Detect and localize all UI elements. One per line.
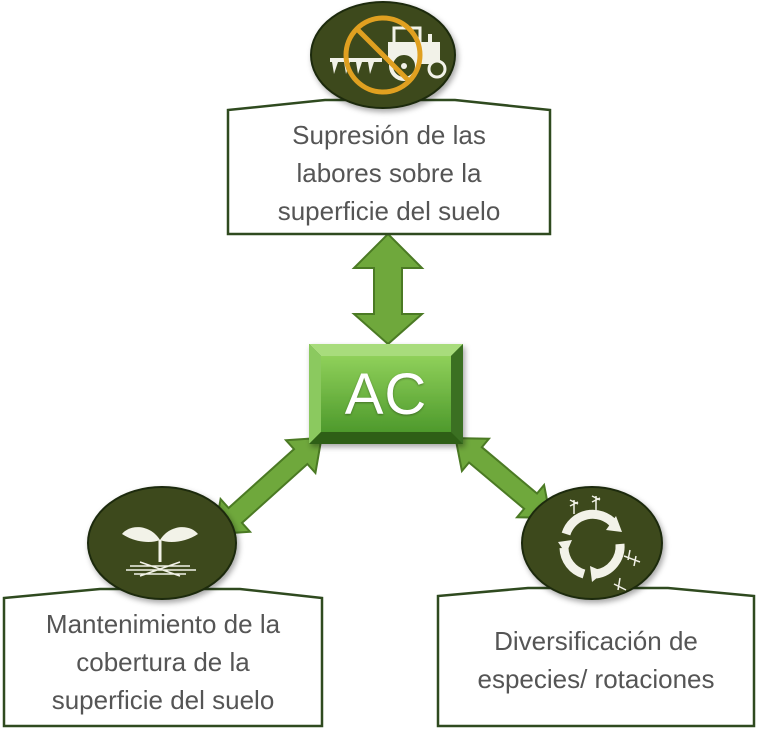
ac-label: AC — [344, 361, 428, 427]
left-node-line: superficie del suelo — [51, 685, 275, 715]
top-label-box — [226, 98, 552, 236]
right-label-box — [436, 586, 756, 728]
arrow-top — [351, 232, 425, 346]
rotation-shape — [558, 495, 641, 591]
crop-rotation-cycle-icon — [521, 486, 663, 600]
left-node-line: cobertura de la — [76, 647, 250, 677]
right-node-label: Diversificación de especies/ rotaciones — [440, 596, 752, 724]
seedling-mulch-icon — [87, 486, 237, 600]
left-label-box — [2, 587, 324, 728]
right-node-line: Diversificación de — [494, 626, 698, 656]
prohibition-sign — [343, 15, 423, 95]
ac-center-node: AC — [309, 344, 463, 444]
left-node-line: Mantenimiento de la — [45, 609, 281, 639]
left-node-label: Mantenimiento de la cobertura de la supe… — [4, 598, 322, 726]
top-node-label: Supresión de las labores sobre la superf… — [228, 112, 550, 234]
ac-box-graphic — [309, 344, 463, 444]
top-node-line: superficie del suelo — [277, 196, 501, 226]
seedling-shape — [122, 527, 198, 577]
right-node-line: especies/ rotaciones — [477, 664, 715, 694]
top-node-line: Supresión de las — [292, 120, 486, 150]
top-node-line: labores sobre la — [296, 158, 482, 188]
arrow-left — [213, 436, 323, 536]
